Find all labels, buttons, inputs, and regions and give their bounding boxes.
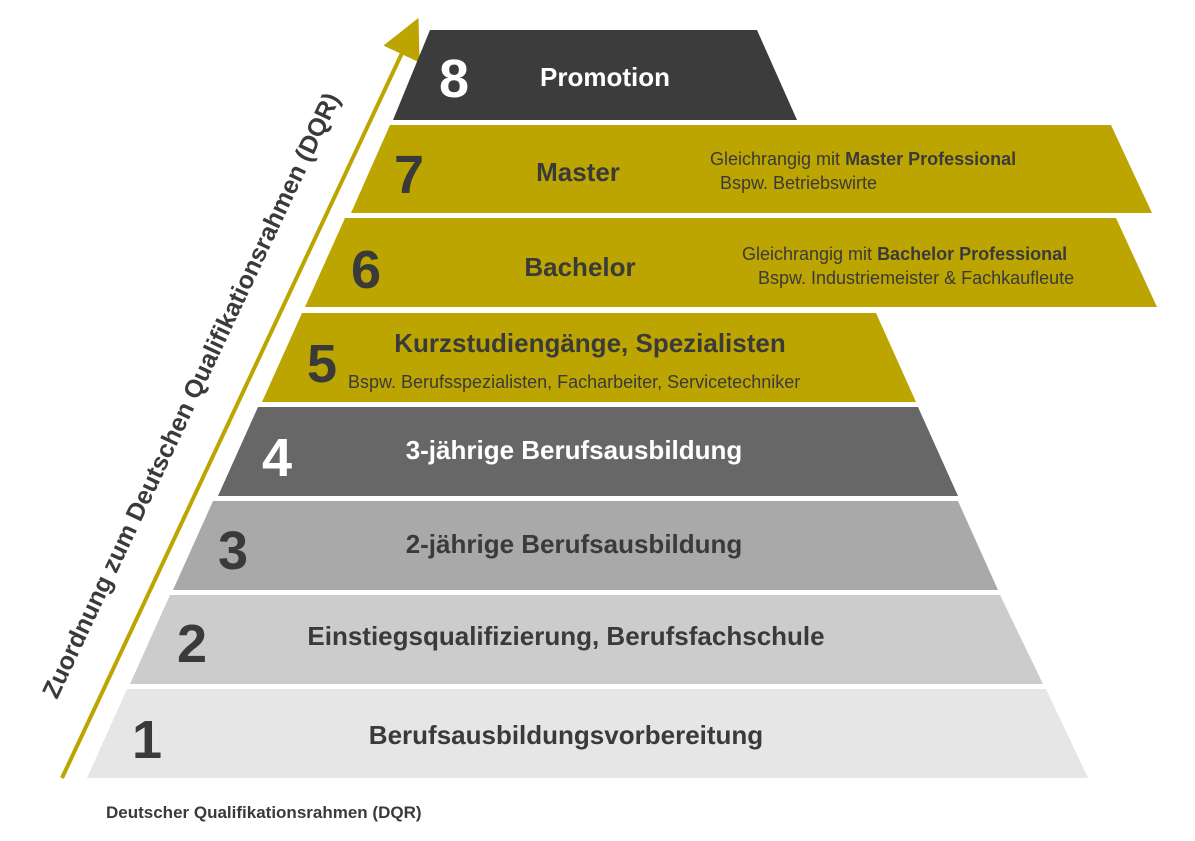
level-4-number: 4 [262, 428, 292, 488]
level-7-title: Master [536, 157, 620, 187]
level-4-band [218, 407, 958, 496]
level-7-note-example: Bspw. Betriebswirte [720, 173, 877, 193]
level-2-number: 2 [177, 614, 207, 674]
level-5-title: Kurzstudiengänge, Spezialisten [394, 328, 786, 358]
level-8-band [393, 30, 797, 120]
diagram-caption: Deutscher Qualifikationsrahmen (DQR) [106, 803, 422, 822]
level-7: 7 Master Gleichrangig mit Master Profess… [351, 125, 1152, 213]
level-5-band [262, 313, 916, 402]
level-8: 8 Promotion [393, 30, 797, 120]
level-7-number: 7 [394, 145, 424, 205]
level-5-note-example: Bspw. Berufsspezialisten, Facharbeiter, … [348, 372, 800, 392]
level-7-note: Gleichrangig mit Master Professional [710, 149, 1016, 169]
level-1-number: 1 [132, 710, 162, 770]
level-3: 3 2-jährige Berufsausbildung [173, 501, 998, 590]
level-8-title: Promotion [540, 62, 670, 92]
level-6-number: 6 [351, 240, 381, 300]
level-7-note-bold: Master Professional [845, 149, 1016, 169]
level-5-number: 5 [307, 334, 337, 394]
level-1-band [87, 689, 1088, 778]
level-3-title: 2-jährige Berufsausbildung [406, 529, 743, 559]
level-6: 6 Bachelor Gleichrangig mit Bachelor Pro… [305, 218, 1157, 307]
level-2-band [130, 595, 1043, 684]
level-3-band [173, 501, 998, 590]
dqr-axis-arrow [60, 17, 420, 779]
level-2-title: Einstiegsqualifizierung, Berufsfachschul… [307, 621, 824, 651]
level-8-number: 8 [439, 49, 469, 109]
level-1-title: Berufsausbildungsvorbereitung [369, 720, 763, 750]
level-1: 1 Berufsausbildungsvorbereitung [87, 689, 1088, 778]
level-5: 5 Kurzstudiengänge, Spezialisten Bspw. B… [262, 313, 916, 402]
level-6-title: Bachelor [524, 252, 635, 282]
level-7-band [351, 125, 1152, 213]
level-6-note-prefix: Gleichrangig mit [742, 244, 877, 264]
level-6-band [305, 218, 1157, 307]
level-3-number: 3 [218, 521, 248, 581]
level-7-note-prefix: Gleichrangig mit [710, 149, 845, 169]
level-6-note-example: Bspw. Industriemeister & Fachkaufleute [758, 268, 1074, 288]
level-4: 4 3-jährige Berufsausbildung [218, 407, 958, 496]
level-4-title: 3-jährige Berufsausbildung [406, 435, 743, 465]
level-2: 2 Einstiegsqualifizierung, Berufsfachsch… [130, 595, 1043, 684]
level-6-note-bold: Bachelor Professional [877, 244, 1067, 264]
level-6-note: Gleichrangig mit Bachelor Professional [742, 244, 1067, 264]
